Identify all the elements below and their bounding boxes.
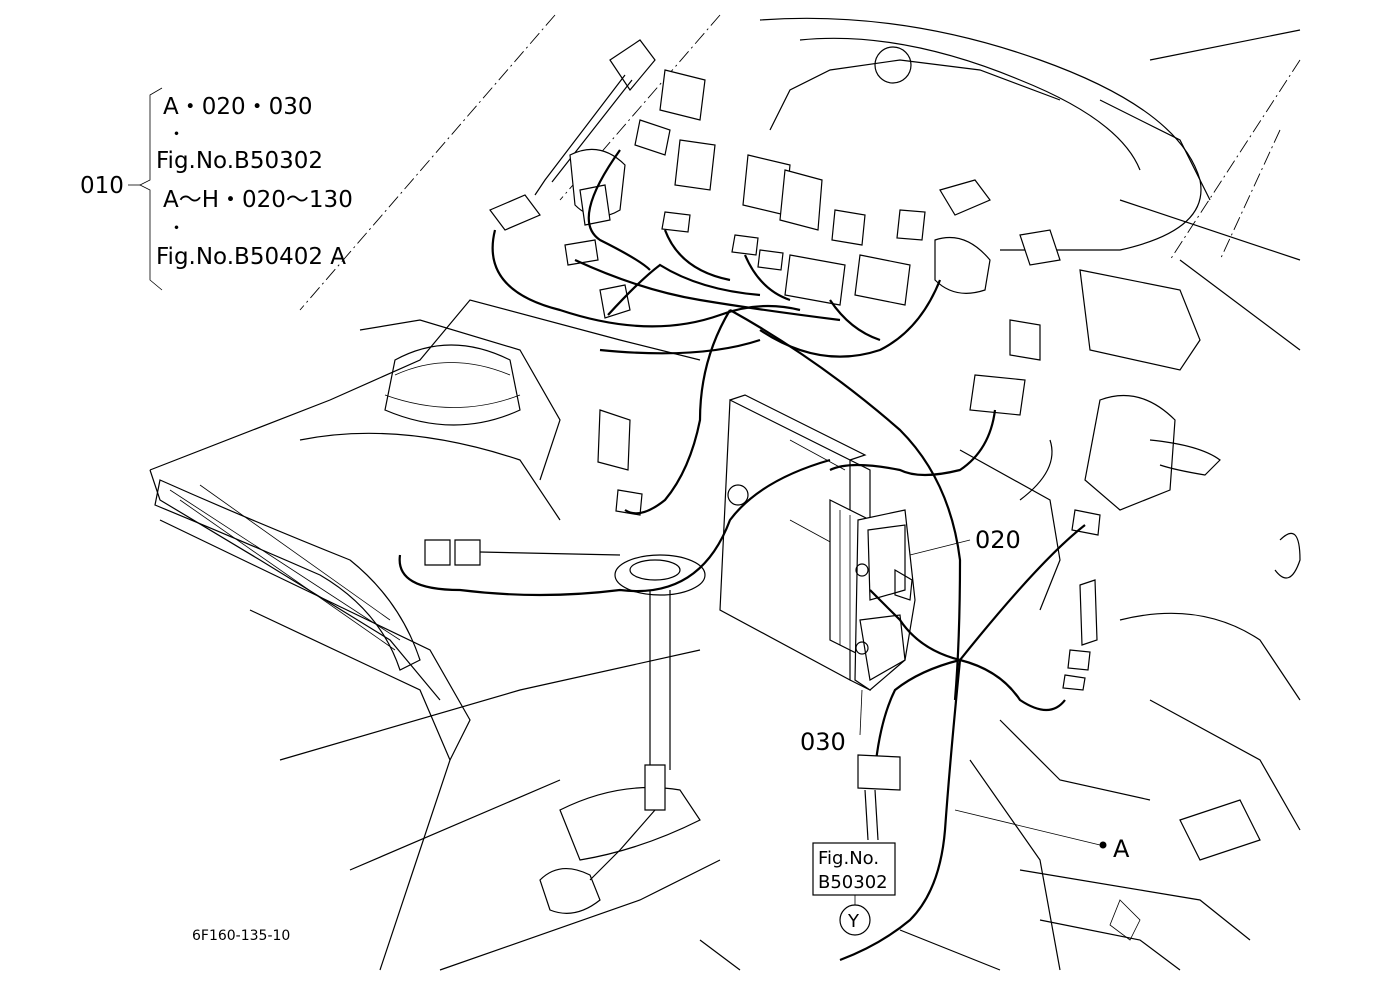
part-label-030: 030: [800, 728, 846, 756]
figure-reference-line-1: Fig.No.: [818, 848, 879, 869]
callout-bracket: [139, 87, 163, 291]
part-number-010: 010: [80, 173, 124, 199]
callout-line-2: Fig.No.B50302: [156, 148, 323, 174]
callout-line-3: A〜H・020〜130: [163, 187, 353, 213]
reference-label-a: A: [1113, 835, 1130, 863]
ecu-unit: [719, 394, 871, 691]
relay-bracket-020: [854, 509, 916, 691]
fuel-sender: [424, 539, 706, 881]
figure-reference-box: Fig.No. B50302 Y: [812, 842, 896, 936]
drawing-id: 6F160-135-10: [192, 928, 290, 944]
callout-bullet-1: ・: [168, 125, 185, 145]
callout-line-1: A・020・030: [163, 94, 313, 120]
harness-wires: [398, 149, 1086, 962]
part-label-020: 020: [975, 526, 1021, 554]
figure-reference-line-2: B50302: [818, 872, 888, 893]
callout-bullet-2: ・: [168, 219, 185, 239]
figure-reference-marker: Y: [847, 911, 860, 932]
harness-plug-030: [857, 754, 901, 841]
callout-line-4: Fig.No.B50402 A: [156, 244, 346, 270]
background-structure: [149, 14, 1301, 971]
